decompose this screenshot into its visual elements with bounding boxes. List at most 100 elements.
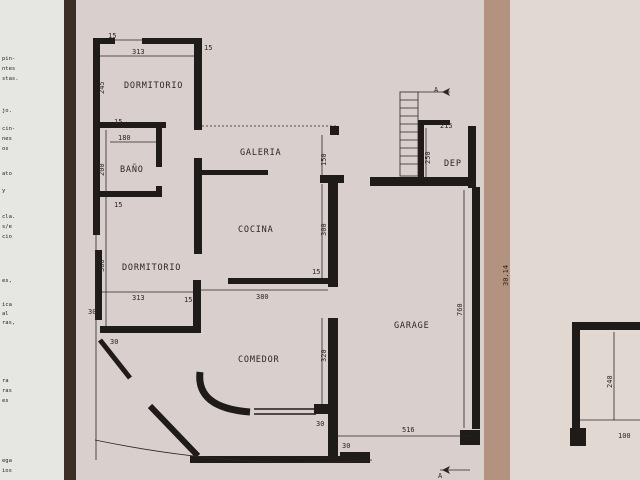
wall: [570, 428, 586, 446]
fragment: ras,: [2, 320, 15, 326]
room-label-cocina: COCINA: [238, 225, 274, 235]
fragment: nes: [2, 136, 12, 142]
dimension-label: 150: [320, 153, 328, 166]
wall: [194, 158, 202, 254]
dimension-label: 15: [184, 296, 192, 304]
dimension-label: 180: [118, 134, 131, 142]
dimension-lines: [100, 55, 640, 437]
fragment: ato: [2, 171, 12, 177]
arrow-icon: [442, 88, 450, 96]
dimension-label: 240: [606, 375, 614, 388]
room-label-bano: BAÑO: [120, 164, 144, 175]
fragment: os: [2, 146, 9, 152]
room-label-comedor: COMEDOR: [238, 355, 280, 365]
fragment: ntes: [2, 66, 15, 72]
dimension-label: 15: [114, 118, 122, 126]
wall: [100, 326, 200, 333]
wall: [95, 250, 102, 320]
wall: [572, 322, 640, 330]
fragment: cio: [2, 234, 12, 240]
wall: [328, 318, 338, 458]
diagonal-wall: [147, 403, 201, 459]
book-binding: [64, 0, 76, 480]
curved-wall: [196, 371, 251, 416]
wall: [156, 186, 162, 197]
fragment: y: [2, 188, 6, 194]
wall: [320, 175, 344, 183]
dimension-label: 30: [342, 442, 350, 450]
fragment: ios: [2, 468, 12, 474]
curves-and-openings: [94, 39, 470, 474]
outer-arc: [94, 439, 373, 463]
wall: [100, 191, 162, 197]
wall: [190, 456, 370, 463]
fragment: s/e: [2, 224, 12, 230]
dimension-label: 380: [256, 293, 269, 301]
dimension-label: 15: [108, 32, 116, 40]
room-labels: DORMITORIO BAÑO GALERIA COCINA DORMITORI…: [120, 81, 462, 365]
dimension-label: 300: [320, 223, 328, 236]
wall: [340, 452, 370, 463]
wall: [193, 280, 201, 333]
fragment: jo.: [2, 108, 12, 114]
fragment: ica: [2, 302, 12, 308]
fragment: pin-: [2, 56, 15, 62]
fragment: es: [2, 398, 9, 404]
room-label-galeria: GALERIA: [240, 148, 281, 158]
room-label-dep: DEP: [444, 159, 462, 169]
dimension-labels: 313 15 15 15 180 15 313 15 380 15 30 30 …: [88, 32, 631, 480]
wall: [328, 175, 338, 287]
dimension-label: 30: [88, 308, 96, 316]
dimension-label: 15: [312, 268, 320, 276]
room-label-garage: GARAGE: [394, 321, 430, 331]
wall: [100, 122, 166, 128]
dimension-label: 516: [402, 426, 415, 434]
walls: [93, 38, 640, 463]
fragment: stas.: [2, 76, 19, 82]
dimension-label: 15: [114, 201, 122, 209]
dimension-label: 100: [618, 432, 631, 440]
wall: [194, 38, 202, 130]
wall: [314, 404, 336, 414]
section-marker-a-top: A: [434, 86, 439, 94]
wall: [472, 187, 480, 429]
section-marker-a-bottom: A: [438, 472, 443, 480]
wall: [460, 430, 480, 445]
dimension-label: 760: [456, 303, 464, 316]
dimension-label: 15: [204, 44, 212, 52]
wall: [572, 322, 580, 430]
dimension-label: 30: [316, 420, 324, 428]
dimension-label: 320: [320, 349, 328, 362]
dimension-label: 313: [132, 294, 145, 302]
fragment: al: [2, 311, 9, 317]
fragment: ras: [2, 388, 12, 394]
wall: [156, 122, 162, 167]
wall: [418, 120, 424, 182]
wall: [93, 38, 115, 44]
fragment: ega: [2, 458, 12, 464]
wall: [468, 126, 476, 188]
left-page-text: pin- ntes stas. jo. cin- nes os ato y cl…: [2, 56, 19, 474]
fragment: es,: [2, 278, 12, 284]
room-label-dormitorio-top: DORMITORIO: [124, 81, 183, 91]
fragment: ra: [2, 378, 9, 384]
dimension-label: 250: [424, 151, 432, 164]
fragment: cla.: [2, 214, 15, 220]
fragment: cin-: [2, 126, 15, 132]
column: [330, 126, 339, 135]
plan-page: [76, 0, 488, 480]
dimension-label: 215: [440, 122, 453, 130]
dimension-label: 300: [98, 259, 106, 272]
wall: [228, 278, 332, 284]
page-fold-shadow: [484, 0, 514, 480]
wall: [200, 170, 268, 175]
room-label-dormitorio-bottom: DORMITORIO: [122, 263, 181, 273]
dimension-label: 313: [132, 48, 145, 56]
wall: [142, 38, 202, 44]
left-page: [0, 0, 70, 480]
dimension-label: 200: [98, 163, 106, 176]
dimension-label: 30: [110, 338, 118, 346]
wall: [93, 40, 100, 235]
diagonal-wall: [98, 338, 132, 380]
